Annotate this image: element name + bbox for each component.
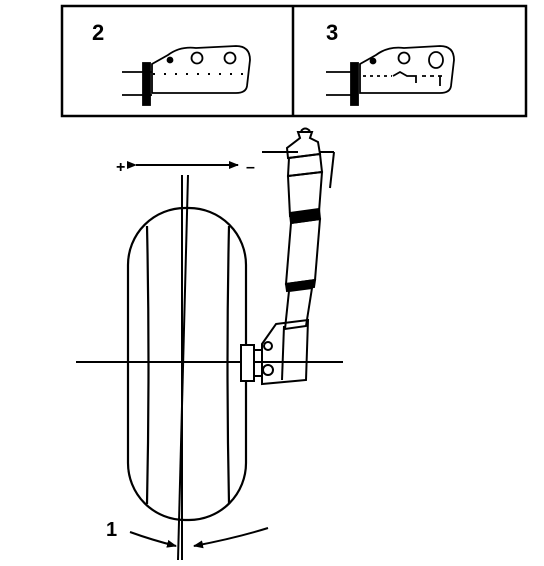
panel-label-2: 2 xyxy=(92,20,104,45)
wheel-center-line xyxy=(177,174,189,561)
angle-arrow-right xyxy=(193,527,269,549)
callout-label-1: 1 xyxy=(106,519,117,541)
plus-sign: + xyxy=(116,159,125,176)
reference-lines xyxy=(76,174,343,561)
knuckle-bolt-lower xyxy=(262,364,274,376)
bracket-detail-2 xyxy=(122,45,251,106)
bracket-detail-3 xyxy=(326,45,455,106)
strut-mid-body xyxy=(284,217,322,286)
tire xyxy=(126,206,248,522)
tire-tread-left xyxy=(145,225,150,505)
minus-sign: – xyxy=(246,159,255,176)
angle-arrow-left xyxy=(129,531,177,548)
hub-plate xyxy=(240,344,255,382)
knuckle-bolt-upper xyxy=(263,341,273,351)
strut-knuckle xyxy=(261,318,310,386)
tire-tread-right xyxy=(226,225,231,505)
camber-direction-arrow: + – xyxy=(116,159,255,176)
camber-angle-callout: 1 xyxy=(106,519,269,549)
panel-label-3: 3 xyxy=(326,20,338,45)
inset-panels: 2 3 xyxy=(60,4,528,118)
strut-assembly xyxy=(240,127,335,386)
strut-top-mount xyxy=(285,131,322,160)
strut-lower-tube xyxy=(283,286,314,331)
